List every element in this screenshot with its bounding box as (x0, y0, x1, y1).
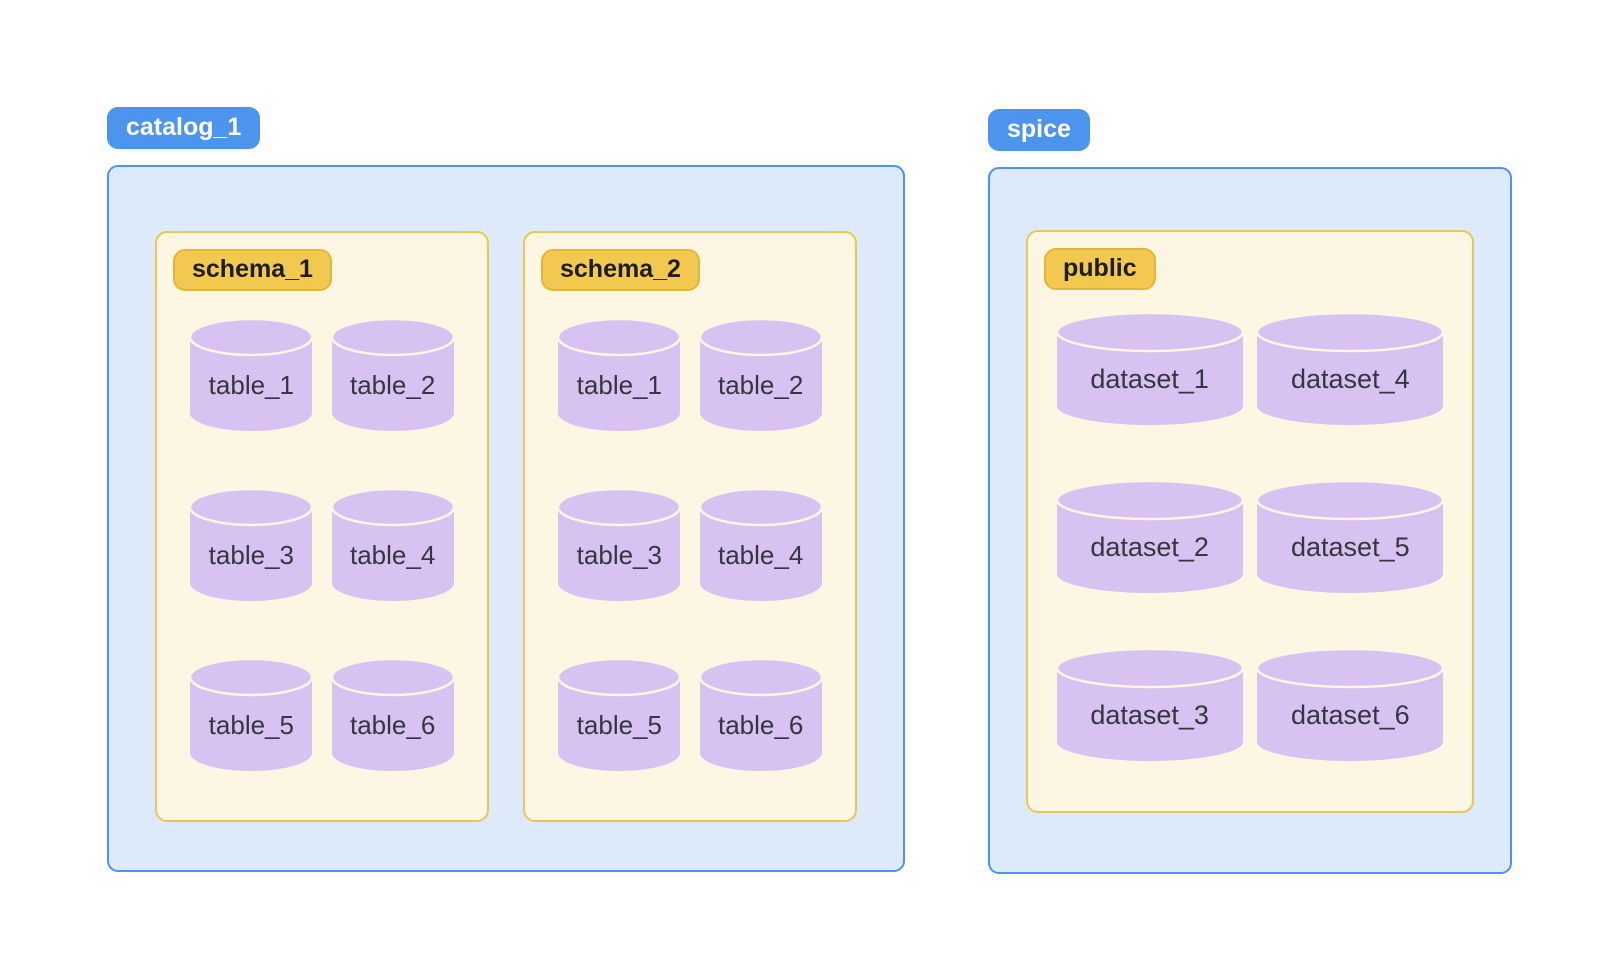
dataset-cylinder: dataset_3 (1055, 647, 1245, 765)
dataset-cylinder: dataset_5 (1255, 479, 1445, 597)
catalog-badge: catalog_1 (107, 107, 261, 149)
database-cylinder-icon (698, 487, 823, 601)
database-cylinder-icon (1055, 647, 1244, 761)
public-dataset-grid: dataset_1 dataset_4 dataset_2 dataset_5 … (1044, 311, 1456, 765)
public-badge: public (1044, 248, 1156, 290)
table-label: table_1 (208, 369, 294, 400)
dataset-cylinder: dataset_4 (1255, 311, 1445, 429)
database-cylinder-icon (1256, 647, 1445, 761)
database-cylinder-icon (330, 317, 455, 431)
schema-2-badge: schema_2 (541, 249, 700, 291)
table-label: table_3 (576, 539, 662, 570)
spice-badge: spice (988, 109, 1090, 151)
table-cylinder: table_2 (330, 317, 456, 435)
table-label: table_1 (576, 369, 662, 400)
table-label: table_5 (208, 709, 294, 740)
table-cylinder: table_1 (556, 317, 682, 435)
database-cylinder-icon (698, 317, 823, 431)
table-cylinder: table_4 (330, 487, 456, 605)
table-cylinder: table_5 (188, 657, 314, 775)
database-cylinder-icon (1055, 311, 1244, 425)
catalog-container: schema_1 table_1 table_2 table_3 table_4 (107, 165, 905, 872)
spice-group: spice public dataset_1 dataset_4 dataset… (988, 109, 1512, 874)
catalog-group: catalog_1 schema_1 table_1 table_2 table… (107, 107, 905, 872)
schema-2-table-grid: table_1 table_2 table_3 table_4 table_5 (541, 317, 839, 775)
database-cylinder-icon (1055, 479, 1244, 593)
database-cylinder-icon (698, 657, 823, 771)
table-cylinder: table_3 (556, 487, 682, 605)
dataset-label: dataset_3 (1090, 699, 1209, 730)
table-cylinder: table_4 (698, 487, 824, 605)
database-cylinder-icon (1256, 311, 1445, 425)
table-label: table_4 (350, 539, 436, 570)
dataset-label: dataset_2 (1090, 531, 1209, 562)
dataset-cylinder: dataset_2 (1055, 479, 1245, 597)
dataset-label: dataset_6 (1291, 699, 1410, 730)
public-box: public dataset_1 dataset_4 dataset_2 dat… (1026, 230, 1474, 813)
database-cylinder-icon (330, 657, 455, 771)
table-label: table_3 (208, 539, 294, 570)
table-cylinder: table_3 (188, 487, 314, 605)
database-cylinder-icon (557, 487, 682, 601)
table-label: table_6 (718, 709, 804, 740)
table-cylinder: table_6 (698, 657, 824, 775)
table-label: table_2 (718, 369, 804, 400)
table-label: table_2 (350, 369, 436, 400)
schema-2-box: schema_2 table_1 table_2 table_3 table_4 (523, 231, 857, 822)
database-cylinder-icon (189, 317, 314, 431)
dataset-label: dataset_1 (1090, 363, 1209, 394)
schema-1-box: schema_1 table_1 table_2 table_3 table_4 (155, 231, 489, 822)
database-cylinder-icon (330, 487, 455, 601)
database-cylinder-icon (1256, 479, 1445, 593)
database-cylinder-icon (557, 317, 682, 431)
table-cylinder: table_5 (556, 657, 682, 775)
table-cylinder: table_6 (330, 657, 456, 775)
dataset-label: dataset_4 (1291, 363, 1410, 394)
spice-container: public dataset_1 dataset_4 dataset_2 dat… (988, 167, 1512, 874)
table-label: table_5 (576, 709, 662, 740)
schema-1-badge: schema_1 (173, 249, 332, 291)
schema-1-table-grid: table_1 table_2 table_3 table_4 table_5 (173, 317, 471, 775)
dataset-cylinder: dataset_1 (1055, 311, 1245, 429)
database-cylinder-icon (189, 487, 314, 601)
database-cylinder-icon (189, 657, 314, 771)
table-label: table_4 (718, 539, 804, 570)
table-cylinder: table_1 (188, 317, 314, 435)
table-cylinder: table_2 (698, 317, 824, 435)
dataset-cylinder: dataset_6 (1255, 647, 1445, 765)
database-cylinder-icon (557, 657, 682, 771)
table-label: table_6 (350, 709, 436, 740)
dataset-label: dataset_5 (1291, 531, 1410, 562)
